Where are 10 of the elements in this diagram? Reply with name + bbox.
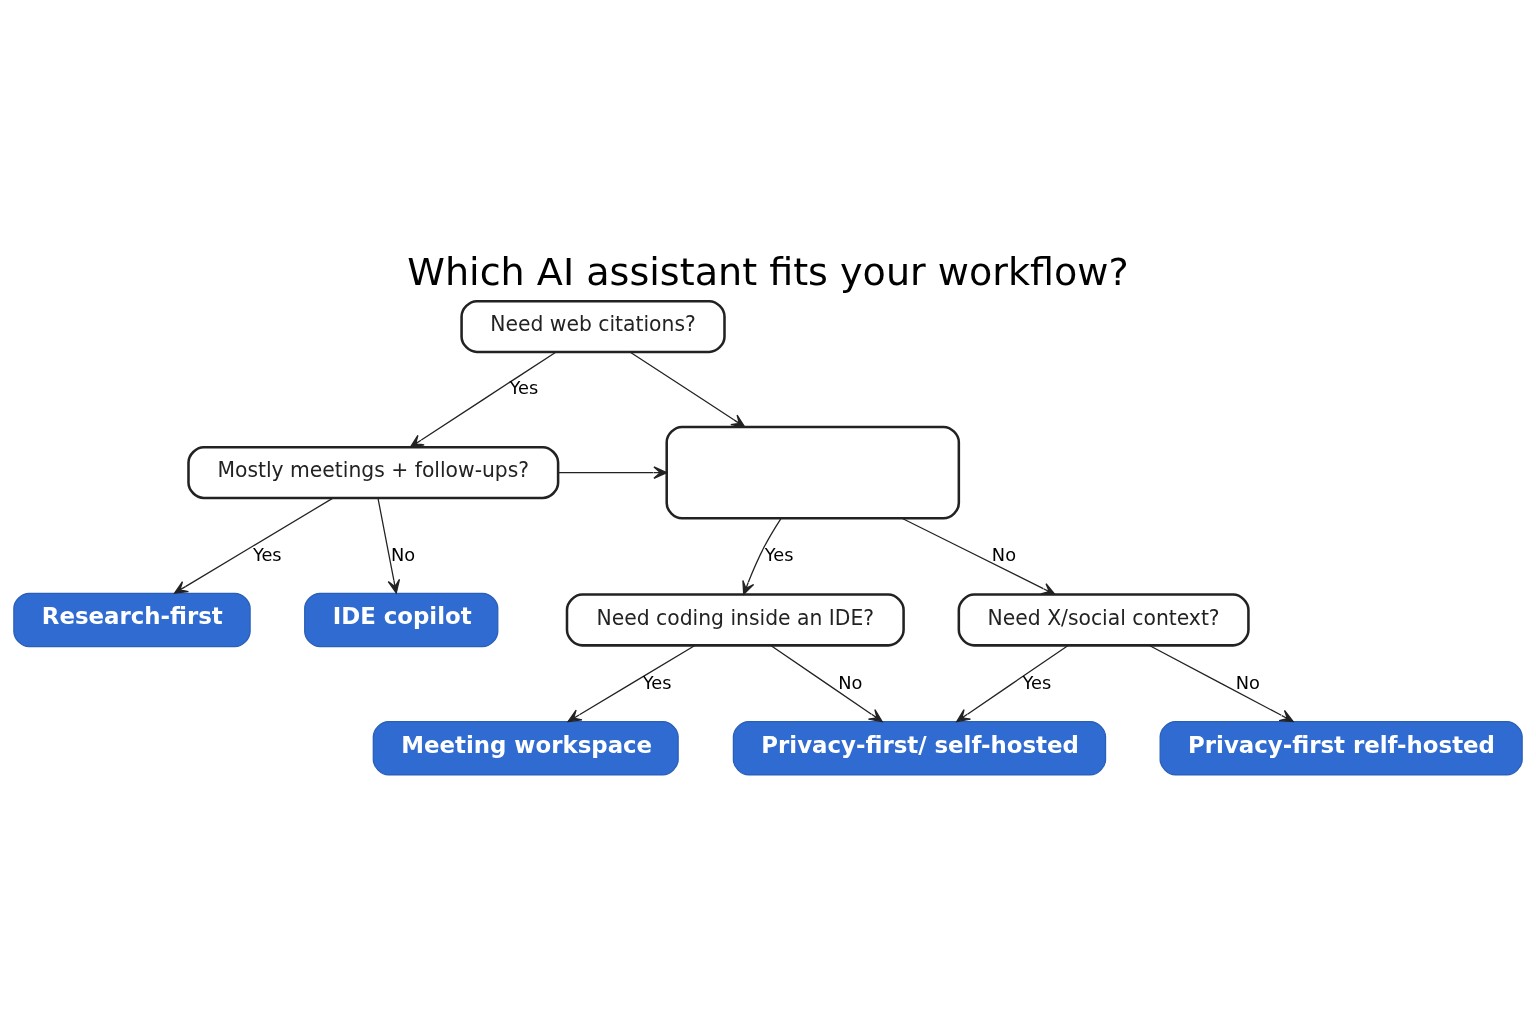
edge-label: No (991, 543, 1017, 565)
edge-label: Yes (252, 543, 282, 565)
edge-label: Yes (642, 671, 672, 693)
edge-label: No (391, 543, 416, 565)
edge-label: Yes (764, 543, 794, 565)
edge-label: Yes (1022, 671, 1052, 693)
edge-label: No (1235, 671, 1260, 693)
diagram-title: Which AI assistant fits your workflow? (407, 249, 1129, 294)
edge-label: Yes (509, 377, 539, 399)
edge-label: No (838, 671, 863, 693)
